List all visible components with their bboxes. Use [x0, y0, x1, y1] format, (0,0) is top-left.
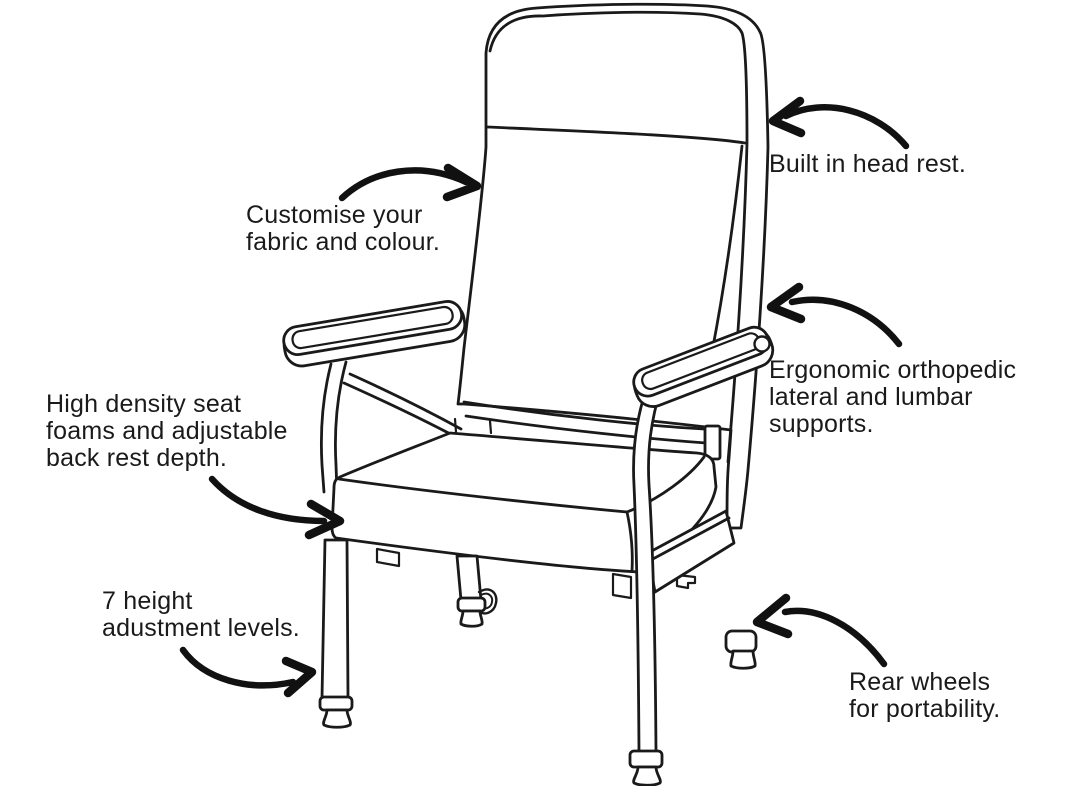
rear-left-ferrule-foot	[459, 609, 484, 628]
armrest-knob	[753, 335, 771, 353]
headrest-seam-line	[485, 125, 747, 145]
annotation-line: foams and adjustable	[46, 417, 288, 445]
left-arm-brace	[342, 381, 458, 439]
front-left-ferrule-collar	[318, 695, 354, 712]
annotation-rear-wheels: Rear wheels for portability.	[849, 669, 1000, 723]
annotation-line: High density seat	[46, 390, 242, 418]
annotation-head-rest: Built in head rest.	[769, 151, 966, 178]
annotation-line: Rear wheels	[849, 668, 991, 696]
chair-back-outline	[456, 2, 770, 530]
annotation-line: 7 height	[102, 587, 193, 615]
left-armrest-pad	[282, 300, 467, 368]
height-levels-arrow	[179, 646, 317, 698]
rear-right-ferrule-collar	[724, 629, 758, 654]
rear-wheels-arrow	[752, 593, 888, 668]
rear-left-ferrule-collar	[456, 596, 487, 613]
annotation-seat-foams: High density seat foams and adjustable b…	[46, 391, 288, 472]
underseat-bracket	[611, 572, 633, 600]
ergonomic-arrow	[766, 282, 903, 348]
backrest-rail-plate	[703, 424, 722, 461]
chair-back-cushion-edge	[710, 144, 744, 354]
rear-left-leg	[455, 554, 483, 602]
seat-front-edge	[337, 477, 629, 514]
left-arm-post	[334, 360, 348, 494]
underseat-tab	[675, 573, 697, 590]
right-side-rail-edge	[649, 516, 731, 562]
right-armrest-pad	[632, 325, 775, 408]
annotation-ergonomic: Ergonomic orthopedic lateral and lumbar …	[769, 357, 1016, 438]
head-rest-arrow	[768, 96, 910, 150]
rear-left-strap	[477, 588, 498, 615]
annotation-height-levels: 7 height adustment levels.	[102, 588, 300, 642]
backrest-rail	[464, 414, 708, 445]
backrest-rail	[462, 400, 706, 431]
annotation-line: for portability.	[849, 695, 1001, 723]
annotation-line: lateral and lumbar	[769, 383, 973, 411]
backrest-rail-strut	[453, 417, 493, 435]
seat-foams-arrow	[208, 475, 345, 540]
left-arm-brace	[348, 372, 463, 431]
front-left-ferrule-foot	[322, 708, 352, 729]
underseat-tab	[375, 547, 401, 568]
annotation-line: fabric and colour.	[246, 228, 440, 256]
annotation-line: Customise your	[246, 201, 423, 229]
rear-right-ferrule-foot	[729, 649, 757, 670]
annotation-line: supports.	[769, 410, 874, 438]
front-right-ferrule-foot	[632, 765, 662, 786]
annotation-line: Built in head rest.	[769, 150, 966, 178]
annotation-line: adustment levels.	[102, 614, 300, 642]
seat-side-edge	[625, 510, 634, 573]
annotation-line: Ergonomic orthopedic	[769, 356, 1017, 384]
annotation-customise: Customise your fabric and colour.	[246, 202, 440, 256]
chair-back-inner-line	[488, 10, 749, 464]
customise-arrow	[338, 163, 482, 202]
front-left-leg	[320, 538, 350, 700]
left-arm-post	[320, 362, 333, 494]
annotation-line: back rest depth.	[46, 444, 228, 472]
front-right-ferrule-collar	[628, 749, 664, 769]
